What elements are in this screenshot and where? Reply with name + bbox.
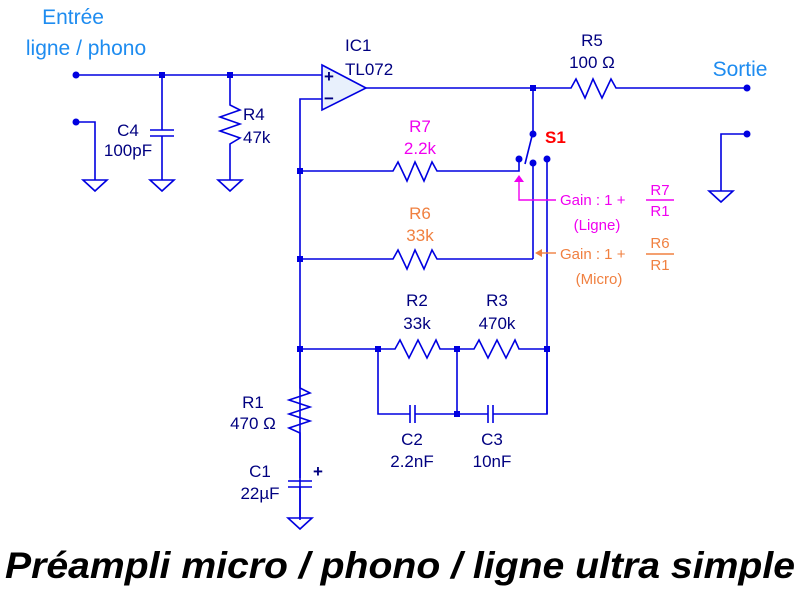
c2-value: 2.2nF [390, 452, 433, 471]
c3-value: 10nF [473, 452, 512, 471]
c1-polarity: + [313, 462, 323, 481]
opamp-ref: IC1 [345, 36, 371, 55]
input-label-line2: ligne / phono [26, 37, 146, 60]
r4-value: 47k [243, 128, 271, 147]
r2-value: 33k [403, 314, 431, 333]
r5-value: 100 Ω [569, 53, 615, 72]
r1-value: 470 Ω [230, 414, 276, 433]
riaa-network [297, 338, 550, 423]
c1-ref: C1 [249, 462, 271, 481]
resistor-r6 [297, 248, 533, 271]
gain-arrow-ligne [514, 175, 556, 201]
gain-arrow-micro [535, 249, 556, 257]
c4-value: 100pF [104, 141, 152, 160]
r6-value: 33k [406, 226, 434, 245]
gain-micro-mode: (Micro) [576, 271, 623, 288]
gain-micro-num: R6 [650, 235, 669, 252]
resistor-r7 [297, 159, 520, 183]
s1-ref: S1 [545, 128, 566, 147]
c3-ref: C3 [481, 430, 503, 449]
gain-ligne-num: R7 [650, 182, 669, 199]
r2-ref: R2 [406, 291, 428, 310]
r1-ref: R1 [242, 393, 264, 412]
resistor-r4 [215, 72, 245, 193]
r3-ref: R3 [486, 291, 508, 310]
gain-ligne-text: Gain : 1 + [560, 192, 626, 209]
capacitor-c4 [147, 72, 177, 193]
r7-ref: R7 [409, 117, 431, 136]
opamp-part: TL072 [345, 60, 393, 79]
output-label: Sortie [713, 58, 768, 81]
opamp-minus: − [324, 89, 334, 108]
r6-ref: R6 [409, 204, 431, 223]
opamp-plus: + [324, 67, 334, 86]
c2-ref: C2 [401, 430, 423, 449]
c1-value: 22µF [240, 484, 279, 503]
c4-ref: C4 [117, 121, 139, 140]
r5-ref: R5 [581, 31, 603, 50]
gain-micro-den: R1 [650, 257, 669, 274]
gain-ligne-mode: (Ligne) [574, 217, 621, 234]
diagram-title: Préampli micro / phono / ligne ultra sim… [5, 545, 795, 586]
resistor-r1 [286, 349, 313, 478]
input-label-line1: Entrée [42, 6, 104, 29]
capacitor-c1 [285, 480, 315, 531]
r3-value: 470k [479, 314, 516, 333]
gain-micro-text: Gain : 1 + [560, 246, 626, 263]
r7-value: 2.2k [404, 139, 437, 158]
input-terminal [72, 71, 323, 193]
r4-ref: R4 [243, 105, 265, 124]
gain-ligne-den: R1 [650, 203, 669, 220]
